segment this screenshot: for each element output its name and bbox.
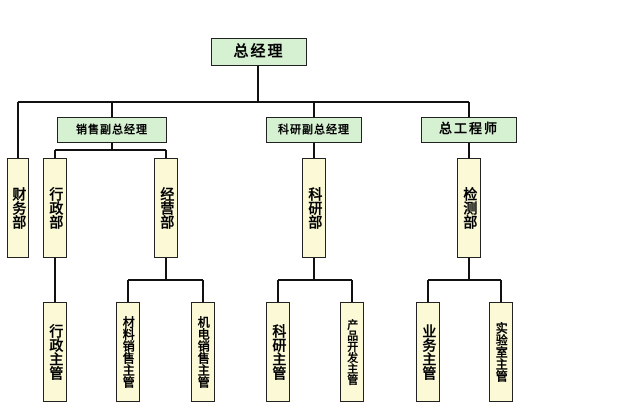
business-manager-box: 业务主管 — [416, 302, 440, 402]
admin-manager-box: 行政主管 — [43, 302, 67, 402]
lab-manager-box: 实验室主管 — [489, 302, 513, 402]
research-dept-box: 科研部 — [302, 158, 326, 258]
inspection-dept-box: 检测部 — [457, 158, 481, 258]
business-dept-box: 经营部 — [154, 158, 178, 258]
research-vp-box: 科研副总经理 — [266, 117, 362, 143]
ceo-box: 总经理 — [211, 38, 307, 66]
sales-vp-box: 销售副总经理 — [57, 117, 167, 143]
materials-sales-manager-box: 材料销售主管 — [116, 302, 140, 402]
electro-sales-manager-box: 机电销售主管 — [191, 302, 215, 402]
finance-dept-box: 财务部 — [7, 158, 29, 258]
admin-dept-box: 行政部 — [43, 158, 67, 258]
chief-engineer-box: 总工程师 — [421, 117, 517, 143]
research-manager-box: 科研主管 — [266, 302, 290, 402]
product-dev-manager-box: 产品开发主管 — [340, 302, 364, 402]
